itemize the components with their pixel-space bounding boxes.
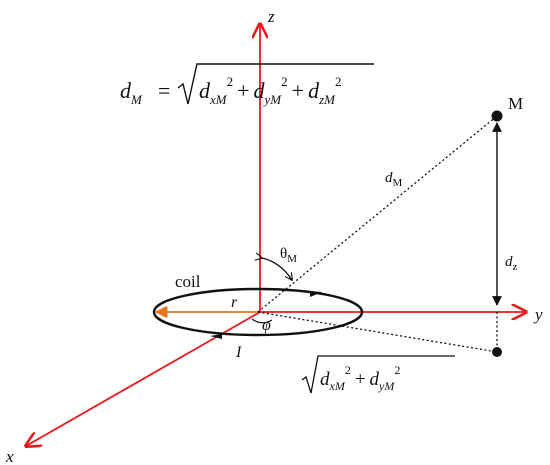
- phi-label: φ: [262, 317, 271, 334]
- dxy-formula: dxM2+dyM2: [301, 355, 455, 394]
- dz-label: dz: [505, 254, 518, 273]
- coil-direction-arrow-bottom: [210, 334, 222, 339]
- projection-line: [257, 311, 498, 353]
- svg-text:dM: dM: [120, 78, 143, 107]
- phi-arc: [251, 318, 273, 324]
- x-axis: [26, 311, 261, 446]
- dM-formula: dM = dxM2+dyM2+dzM2: [120, 63, 374, 107]
- dM-label: dM: [385, 170, 403, 189]
- z-axis-label: z: [267, 7, 275, 26]
- svg-text:=: =: [158, 78, 170, 103]
- coil-direction-arrow-top: [310, 291, 322, 297]
- y-axis-label: y: [533, 305, 543, 324]
- point-M-label: M: [508, 94, 523, 113]
- sqrt-sign-bottom: [301, 355, 455, 394]
- theta-label: θM: [280, 246, 297, 265]
- sqrt-sign-top: [177, 63, 374, 105]
- x-axis-label: x: [5, 447, 14, 465]
- current-label: I: [235, 344, 242, 361]
- theta-arc: [262, 258, 292, 280]
- svg-text:dxM2+dyM2: dxM2+dyM2: [320, 363, 400, 393]
- point-M-projection: [492, 347, 502, 357]
- svg-text:dxM2+dyM2+dzM2: dxM2+dyM2+dzM2: [199, 74, 341, 107]
- dM-line: [257, 115, 498, 313]
- point-M: [491, 110, 503, 122]
- coil-loop: [152, 287, 364, 337]
- radius-label: r: [231, 294, 238, 311]
- coil-label: coil: [175, 272, 201, 291]
